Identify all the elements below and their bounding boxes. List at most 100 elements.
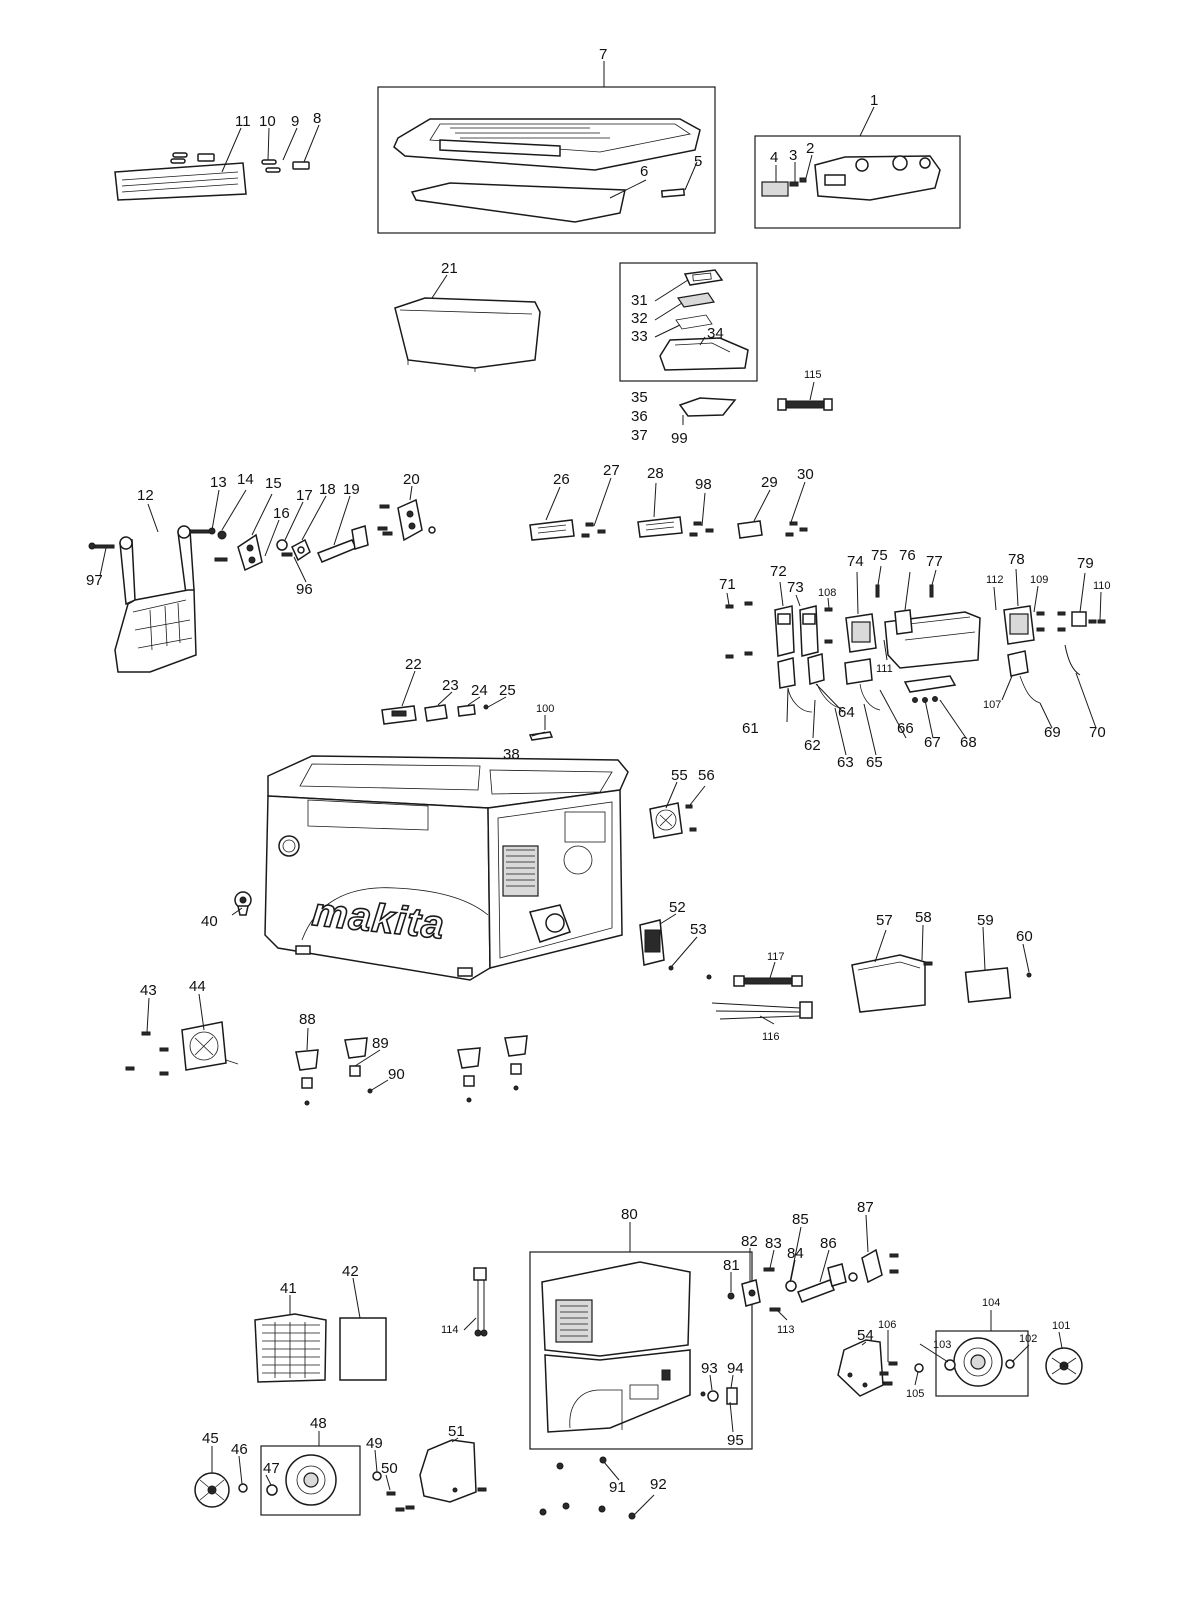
part-101-fan-blade <box>1045 1347 1083 1385</box>
label-63: 63 <box>837 754 854 771</box>
part-42-filter <box>339 1317 387 1381</box>
foot-3 <box>457 1047 481 1103</box>
label-92: 92 <box>650 1476 667 1493</box>
part-17-washer <box>276 539 288 551</box>
label-26: 26 <box>553 471 570 488</box>
label-117: 117 <box>767 951 785 963</box>
label-75: 75 <box>871 547 888 564</box>
label-30: 30 <box>797 466 814 483</box>
leader-lines <box>99 61 1102 1516</box>
part-96-screw <box>281 552 293 557</box>
label-28: 28 <box>647 465 664 482</box>
part-57-box <box>851 954 926 1013</box>
side-cover-frame <box>529 1251 753 1450</box>
latch-screws <box>581 521 808 538</box>
right-cluster-screws <box>725 601 1106 659</box>
part-80-side-cover <box>541 1261 691 1433</box>
label-100: 100 <box>536 703 554 715</box>
part-115-harness <box>777 398 833 411</box>
part-24-pad <box>457 704 476 717</box>
part-13-bolt <box>189 527 216 535</box>
part-29-latch <box>737 520 763 539</box>
label-56: 56 <box>698 767 715 784</box>
label-80: 80 <box>621 1206 638 1223</box>
part-20-hinge <box>397 498 423 542</box>
label-17: 17 <box>296 487 313 504</box>
label-55: 55 <box>671 767 688 784</box>
part-4-switch <box>761 181 789 197</box>
label-94: 94 <box>727 1360 744 1377</box>
part-22-panel <box>381 705 417 725</box>
part-88-foot <box>295 1049 319 1106</box>
label-99: 99 <box>671 430 688 447</box>
small-pins <box>170 152 310 173</box>
label-72: 72 <box>770 563 787 580</box>
part-18-bracket <box>291 538 311 562</box>
motor-assembly-frame-left <box>260 1445 361 1516</box>
part-59-panel <box>964 967 1012 1003</box>
label-77: 77 <box>926 553 943 570</box>
part-70-wire <box>1064 644 1081 676</box>
part-74-block <box>845 613 877 653</box>
part-76-tray <box>884 609 981 669</box>
label-105: 105 <box>906 1388 924 1400</box>
label-3: 3 <box>789 147 797 164</box>
part-91-92-screws <box>539 1456 636 1520</box>
part-81-82-hinge <box>727 1279 761 1307</box>
label-115: 115 <box>804 369 822 381</box>
label-21: 21 <box>441 260 458 277</box>
part-6-gasket <box>410 182 626 223</box>
part-105-washer <box>914 1363 924 1373</box>
part-55-fan <box>649 802 697 839</box>
label-95: 95 <box>727 1432 744 1449</box>
part-51-cover <box>419 1439 487 1503</box>
part-104-motor <box>944 1337 1003 1387</box>
label-66: 66 <box>897 720 914 737</box>
label-42: 42 <box>342 1263 359 1280</box>
part-49-washer <box>372 1471 382 1481</box>
label-70: 70 <box>1089 724 1106 741</box>
foot-4 <box>504 1035 528 1091</box>
part-11-trim <box>114 162 247 201</box>
label-83: 83 <box>765 1235 782 1252</box>
label-32: 32 <box>631 310 648 327</box>
label-82: 82 <box>741 1233 758 1250</box>
label-67: 67 <box>924 734 941 751</box>
label-85: 85 <box>792 1211 809 1228</box>
part-21-basket <box>394 297 541 372</box>
label-36: 36 <box>631 408 648 425</box>
label-35: 35 <box>631 389 648 406</box>
label-31: 31 <box>631 292 648 309</box>
label-69: 69 <box>1044 724 1061 741</box>
label-101: 101 <box>1052 1320 1070 1332</box>
part-114-rods <box>473 1267 488 1337</box>
part-7-lid <box>393 118 701 171</box>
part-16-screw <box>214 557 228 562</box>
label-22: 22 <box>405 656 422 673</box>
label-25: 25 <box>499 682 516 699</box>
part-1-panel <box>814 155 941 201</box>
label-33: 33 <box>631 328 648 345</box>
label-12: 12 <box>137 487 154 504</box>
part-31-bezel <box>683 269 724 286</box>
part-3-screw <box>789 181 799 187</box>
part-79-pad <box>1071 611 1087 627</box>
label-78: 78 <box>1008 551 1025 568</box>
part-36-pcb <box>678 397 737 417</box>
part-72-bracket <box>774 605 795 657</box>
label-44: 44 <box>189 978 206 995</box>
part-50-screws <box>386 1491 415 1512</box>
label-73: 73 <box>787 579 804 596</box>
label-20: 20 <box>403 471 420 488</box>
part-60-screw <box>1026 972 1032 978</box>
label-23: 23 <box>442 677 459 694</box>
part-67-bracket <box>903 675 957 703</box>
part-19-rod <box>316 525 369 563</box>
part-117-harness <box>706 974 803 987</box>
label-29: 29 <box>761 474 778 491</box>
label-52: 52 <box>669 899 686 916</box>
label-46: 46 <box>231 1441 248 1458</box>
label-106: 106 <box>878 1319 896 1331</box>
label-74: 74 <box>847 553 864 570</box>
